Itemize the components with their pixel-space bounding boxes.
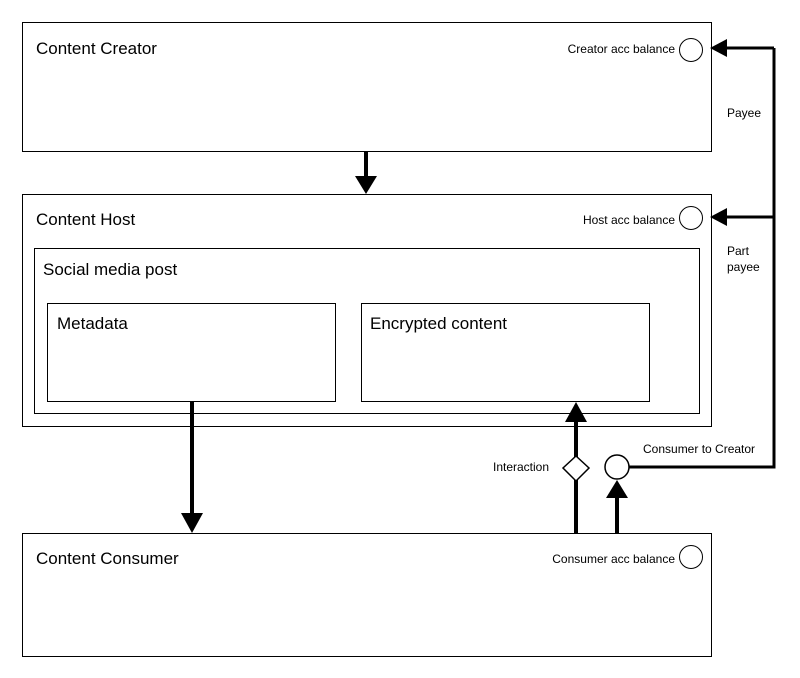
part-payee-label-line2: payee [727,260,760,274]
consumer-to-creator-label: Consumer to Creator [643,442,756,456]
content-consumer-box: Content Consumer Consumer acc balance [22,533,712,657]
content-consumer-title: Content Consumer [36,549,179,568]
part-payee-label-line1: Part [727,244,750,258]
host-balance-label: Host acc balance [582,213,675,227]
payee-arrow-head [710,39,727,57]
host-balance-circle [679,206,703,230]
metadata-box: Metadata [47,303,336,402]
encrypted-content-title: Encrypted content [370,314,508,333]
creator-to-host-arrow-head [355,176,377,194]
content-creator-box: Content Creator Creator acc balance [22,22,712,152]
interaction-label: Interaction [493,460,550,474]
consumer-balance-label: Consumer acc balance [552,552,675,566]
metadata-title: Metadata [57,314,128,333]
creator-balance-label: Creator acc balance [567,42,675,56]
consumer-balance-circle [679,545,703,569]
payee-label: Payee [727,106,762,120]
content-creator-title: Content Creator [36,39,157,58]
content-host-title: Content Host [36,210,136,229]
part-payee-arrow-head [710,208,727,226]
encrypted-content-box: Encrypted content [361,303,650,402]
payment-circle-icon [604,454,630,480]
interaction-diamond-icon [561,454,591,483]
payment-arrow-head [606,480,628,498]
social-media-post-title: Social media post [43,260,178,279]
metadata-to-consumer-arrow-head [181,513,203,533]
payment-route-line [629,48,776,469]
interaction-arrow-head [565,402,587,422]
creator-balance-circle [679,38,703,62]
